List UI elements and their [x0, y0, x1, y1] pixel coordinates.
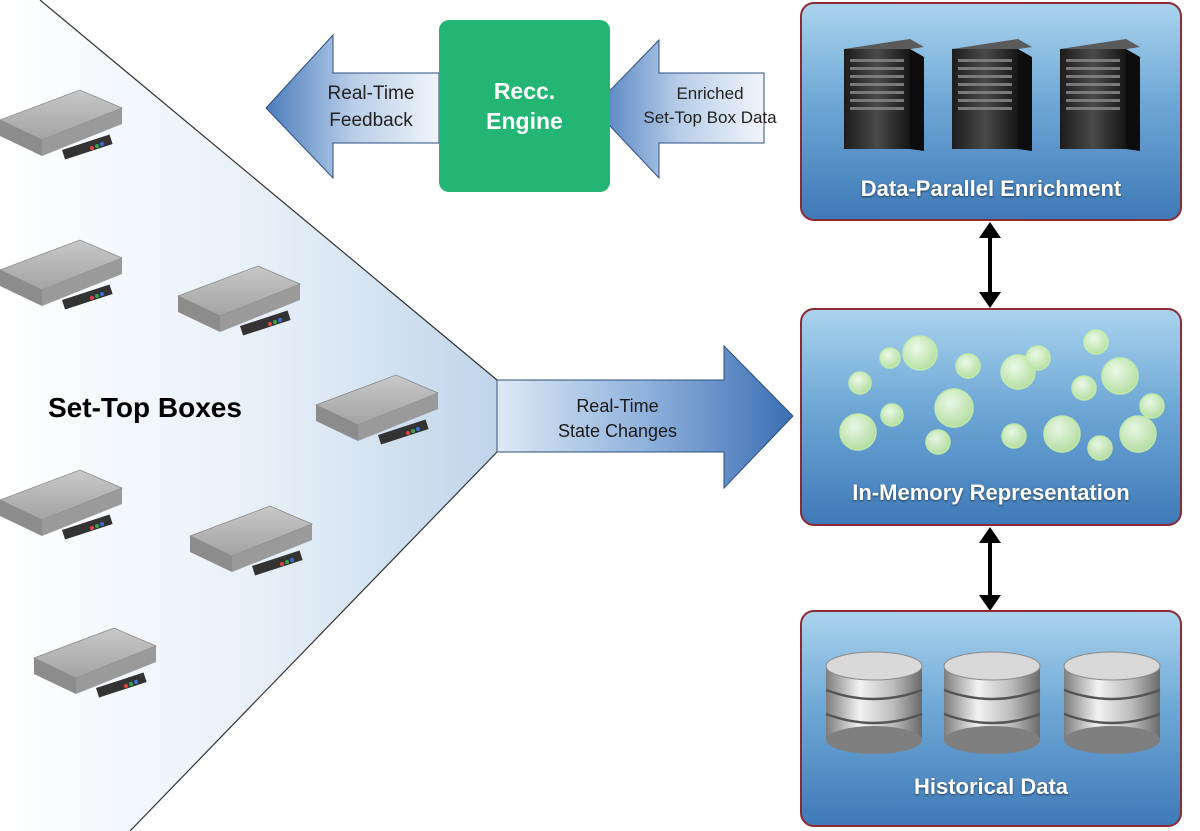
state-changes-arrow-label: Real-Time State Changes: [540, 394, 695, 444]
enriched-data-arrow: [592, 38, 765, 180]
enriched-arrow-label: Enriched Set-Top Box Data: [630, 82, 790, 130]
engine-label-line2: Engine: [486, 108, 563, 134]
feedback-line1: Real-Time: [327, 83, 415, 104]
data-parallel-enrichment-panel: Data-Parallel Enrichment: [800, 2, 1182, 221]
historical-data-panel: Historical Data: [800, 610, 1182, 827]
enriched-line1: Enriched: [676, 84, 744, 103]
set-top-box-icon: [32, 627, 158, 698]
panel-label-historical: Historical Data: [913, 774, 1069, 799]
feedback-arrow: [265, 33, 440, 180]
feedback-arrow-label: Real-Time Feedback: [312, 80, 430, 134]
panel-label-enrichment: Data-Parallel Enrichment: [860, 176, 1122, 201]
engine-label-line1: Recc.: [493, 78, 556, 104]
fan-edge-top: [39, 0, 498, 381]
feedback-line2: Feedback: [329, 110, 413, 131]
state-line1: Real-Time: [576, 396, 659, 416]
set-top-box-icon: [0, 239, 124, 310]
set-top-box-icon: [0, 469, 124, 540]
double-arrow-lower: [979, 527, 1001, 611]
set-top-box-icon: [176, 265, 302, 336]
double-arrow-upper: [979, 222, 1001, 308]
state-line2: State Changes: [557, 421, 678, 441]
state-changes-arrow: [496, 344, 794, 490]
recommendation-engine-box: Recc. Engine: [439, 20, 610, 192]
fan-edge-bottom: [129, 451, 498, 831]
broadcast-fan: [0, 0, 497, 831]
in-memory-representation-panel: In-Memory Representation: [800, 308, 1182, 526]
database-icon: [825, 651, 1161, 754]
set-top-boxes-group: [0, 89, 440, 698]
set-top-boxes-title: Set-Top Boxes: [48, 392, 242, 423]
server-icon: [844, 39, 1140, 151]
set-top-box-icon: [314, 374, 440, 445]
memory-bubbles-icon: [839, 329, 1165, 461]
set-top-box-icon: [188, 505, 314, 576]
panel-label-in-memory: In-Memory Representation: [852, 480, 1130, 505]
enriched-line2: Set-Top Box Data: [643, 108, 777, 127]
set-top-box-icon: [0, 89, 124, 160]
